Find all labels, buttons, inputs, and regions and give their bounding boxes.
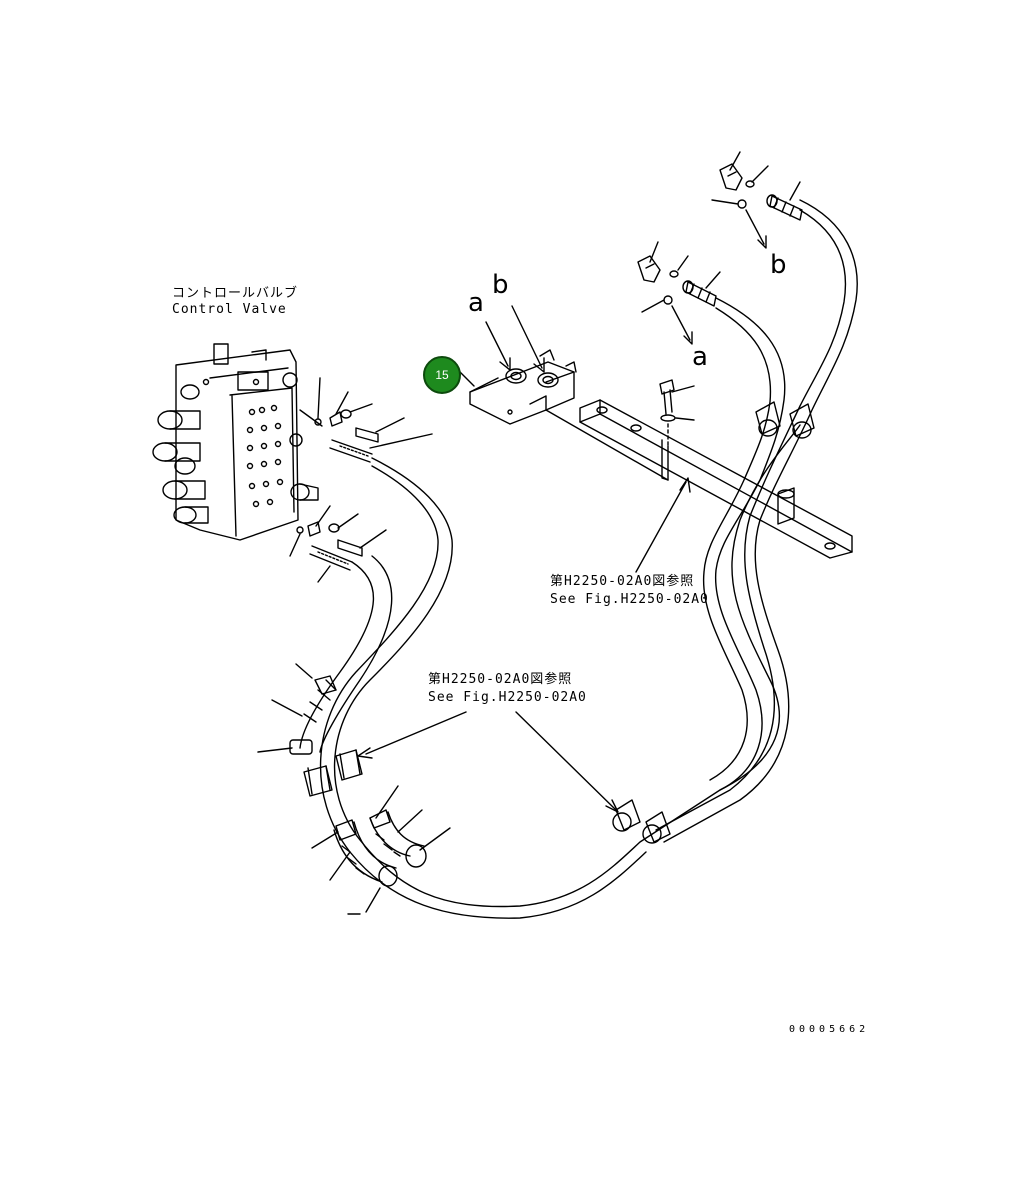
upper-port-fittings: [299, 377, 433, 463]
hose-left-outer: [257, 555, 393, 755]
reference-lower-jp: 第H2250-02A0図参照: [428, 672, 573, 687]
fitting-set-a: [637, 241, 721, 313]
coupling-left: [303, 765, 333, 797]
lower-port-fittings: [289, 505, 387, 583]
lower-elbow-hoses: [311, 785, 451, 915]
arrow-bracket-b: [511, 305, 545, 373]
control-valve: [152, 343, 319, 541]
fitting-set-b: [711, 151, 803, 221]
reference-leader-lower: [357, 711, 619, 813]
coupling-right: [335, 749, 363, 781]
arrow-to-a: [671, 305, 693, 345]
reference-upper-en: See Fig.H2250-02A0: [550, 592, 709, 607]
control-valve-label-en: Control Valve: [172, 302, 287, 317]
mounting-bar: [545, 399, 853, 559]
bracket-plate: [459, 349, 577, 425]
mark-a-bracket: a: [468, 288, 484, 318]
arrow-bracket-a: [485, 321, 511, 371]
drawing-number: 00005662: [789, 1024, 870, 1035]
arrow-to-b: [745, 209, 767, 249]
reference-upper-jp: 第H2250-02A0図参照: [550, 574, 695, 589]
hose-long-inner: [319, 424, 801, 919]
hose-right-loops: [612, 199, 858, 844]
reference-lower-en: See Fig.H2250-02A0: [428, 690, 587, 705]
mark-b-fitting: b: [770, 250, 787, 280]
reference-leader-upper: [635, 477, 691, 573]
bar-bolt: [659, 379, 695, 449]
part-callout-15[interactable]: 15: [423, 356, 461, 394]
control-valve-label-jp: コントロールバルブ: [172, 286, 299, 301]
mark-b-bracket: b: [492, 270, 509, 300]
mark-a-fitting: a: [692, 342, 708, 372]
